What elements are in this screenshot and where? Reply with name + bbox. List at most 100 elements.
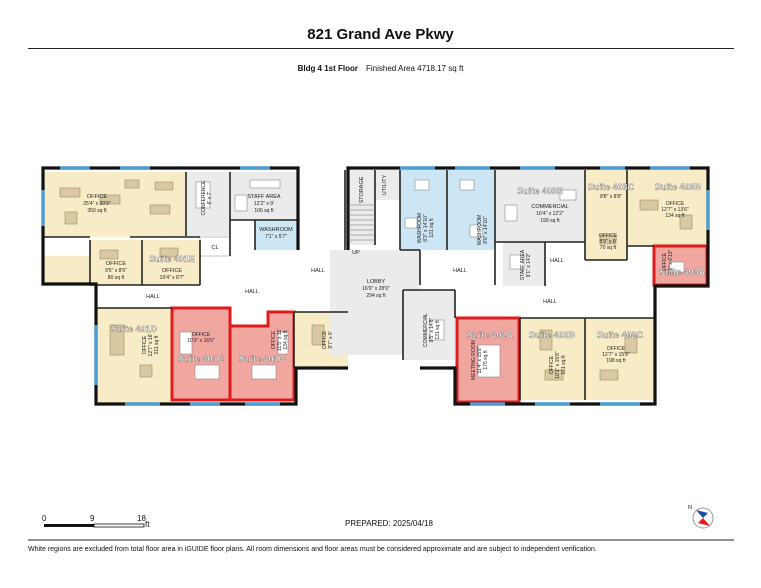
svg-text:175 sq ft: 175 sq ft xyxy=(483,350,489,370)
scale-label-zero: 0 xyxy=(42,514,47,523)
label-suite-402c: Suite 402C xyxy=(597,330,644,340)
label-hall-4: HALL xyxy=(453,268,467,274)
label-suite-402a: Suite 402A xyxy=(467,330,514,340)
svg-text:80 sq ft: 80 sq ft xyxy=(108,275,125,281)
label-conference: CONFERENCE xyxy=(201,180,207,216)
svg-text:11'5" x 11': 11'5" x 11' xyxy=(277,329,283,351)
svg-text:121 sq ft: 121 sq ft xyxy=(429,218,435,238)
svg-text:10'4" x 8'7": 10'4" x 8'7" xyxy=(160,275,185,281)
label-office-403a: OFFICE xyxy=(662,252,668,271)
office-nw-ext xyxy=(43,256,90,284)
label-suite-403a: Suite 403A xyxy=(659,267,706,277)
scale-unit: ft xyxy=(145,520,150,529)
prepared-date: PREPARED: 2025/04/18 xyxy=(345,519,433,528)
suite-402b-room xyxy=(520,318,585,400)
label-meeting-room: MEETING ROOM xyxy=(471,340,477,380)
svg-text:9'5" x 8'6": 9'5" x 8'6" xyxy=(105,268,127,274)
svg-text:16'4" x 12'2": 16'4" x 12'2" xyxy=(536,211,564,217)
storage-room xyxy=(345,170,375,245)
compass-icon: N xyxy=(688,505,714,529)
svg-text:9'1" x 6'10": 9'1" x 6'10" xyxy=(668,249,674,274)
lobby-room xyxy=(330,250,420,355)
svg-text:12'7" x 13'6": 12'7" x 13'6" xyxy=(661,207,689,213)
washroom-west xyxy=(255,220,298,250)
suite-403c-room xyxy=(585,170,627,260)
plan-subtitle: Bldg 4 1st Floor Finished Area 4718.17 sq… xyxy=(0,64,761,73)
label-washroom-1: WASHROOM xyxy=(417,213,423,243)
svg-text:350 sq ft: 350 sq ft xyxy=(87,208,107,214)
label-commercial-center: COMMERCIAL xyxy=(423,313,429,347)
svg-text:161 sq ft: 161 sq ft xyxy=(561,355,567,375)
label-closet: CL xyxy=(211,245,218,251)
label-office-402b: OFFICE xyxy=(549,355,555,374)
label-office-403c: OFFICE xyxy=(599,233,618,239)
svg-text:10'3" x 16'6": 10'3" x 16'6" xyxy=(187,338,215,344)
label-suite-403b: Suite 403B xyxy=(655,182,702,192)
label-up: UP xyxy=(352,250,360,256)
windows xyxy=(41,166,710,406)
disclaimer: White regions are excluded from total fl… xyxy=(28,546,597,553)
label-washroom-west: WASHROOM xyxy=(259,227,293,233)
label-office-403b: OFFICE xyxy=(666,201,685,207)
svg-text:8'9" x 8': 8'9" x 8' xyxy=(599,239,616,245)
office-a-room xyxy=(90,240,142,285)
svg-text:12'2" x 9': 12'2" x 9' xyxy=(254,201,274,207)
svg-text:9'7" x 9': 9'7" x 9' xyxy=(328,331,334,348)
furniture xyxy=(59,179,693,381)
label-office-small: OFFICE xyxy=(322,330,328,349)
svg-text:199 sq ft: 199 sq ft xyxy=(540,218,560,224)
svg-text:12'7" x 16': 12'7" x 16' xyxy=(148,334,154,357)
label-hall-5: HALL xyxy=(550,258,564,264)
suite-402c-room xyxy=(585,318,655,400)
finished-area: Finished Area 4718.17 sq ft xyxy=(366,64,464,73)
label-utility: UTILITY xyxy=(382,174,388,195)
title-divider xyxy=(28,48,734,49)
svg-text:9'5" x 14'8": 9'5" x 14'8" xyxy=(429,317,435,342)
floor-label: Bldg 4 1st Floor xyxy=(297,64,359,73)
label-suite-401b: Suite 401B xyxy=(239,354,286,364)
label-suite-403c: Suite 403C xyxy=(588,182,635,192)
svg-text:16'9" x 28'9": 16'9" x 28'9" xyxy=(362,286,390,292)
office-b-room xyxy=(142,240,200,285)
svg-text:10'1" x 15'8": 10'1" x 15'8" xyxy=(555,351,561,379)
label-hall-6: HALL xyxy=(543,299,557,305)
label-suite-401c: Suite 401C xyxy=(178,354,225,364)
exterior-walls xyxy=(41,166,710,406)
utility-room xyxy=(375,170,400,200)
stairs xyxy=(348,204,375,241)
svg-text:9'1" x 14'2": 9'1" x 14'2" xyxy=(526,252,532,277)
svg-text:211 sq ft: 211 sq ft xyxy=(154,335,160,354)
svg-text:294 sq ft: 294 sq ft xyxy=(366,293,386,299)
label-lobby: LOBBY xyxy=(367,279,386,285)
label-office-401c: OFFICE xyxy=(192,332,211,338)
label-commercial-403e: COMMERCIAL xyxy=(531,204,568,210)
label-suite-401d: Suite 401D xyxy=(111,324,158,334)
label-office-401d: OFFICE xyxy=(142,335,148,354)
scale-label-end: 18 xyxy=(137,514,146,523)
svg-text:25'4" x 20'9": 25'4" x 20'9" xyxy=(83,201,111,207)
svg-text:6' x 7': 6' x 7' xyxy=(207,192,213,205)
label-suite-403e: Suite 403E xyxy=(517,186,563,196)
label-office-b: OFFICE xyxy=(162,268,182,274)
room-labels: OFFICE 25'4" x 20'9" 350 sq ft CONFERENC… xyxy=(83,174,705,379)
label-hall-1: HALL xyxy=(146,294,160,300)
scale-bar xyxy=(44,523,145,528)
svg-text:8'8" x 8'8": 8'8" x 8'8" xyxy=(600,194,622,200)
label-staff-area-east: STAFF AREA xyxy=(520,249,526,280)
label-office-402c: OFFICE xyxy=(607,346,626,352)
label-hall-3: HALL xyxy=(311,268,325,274)
label-office-a: OFFICE xyxy=(106,261,126,267)
svg-text:106 sq ft: 106 sq ft xyxy=(254,208,274,214)
label-washroom-2: WASHROOM xyxy=(477,215,483,245)
label-office-nw: OFFICE xyxy=(87,194,107,200)
label-office-401b: OFFICE xyxy=(271,330,277,349)
svg-text:8'8" x 14'10": 8'8" x 14'10" xyxy=(483,216,489,244)
scale-label-mid: 9 xyxy=(90,514,95,523)
label-suite-402b: Suite 402B xyxy=(529,330,576,340)
svg-text:198 sq ft: 198 sq ft xyxy=(606,358,626,364)
plan-title: 821 Grand Ave Pkwy xyxy=(307,26,454,43)
svg-text:12'7" x 15'8": 12'7" x 15'8" xyxy=(602,352,630,358)
svg-text:8'3" x 14'10": 8'3" x 14'10" xyxy=(423,214,429,242)
svg-text:134 sq ft: 134 sq ft xyxy=(283,330,289,350)
